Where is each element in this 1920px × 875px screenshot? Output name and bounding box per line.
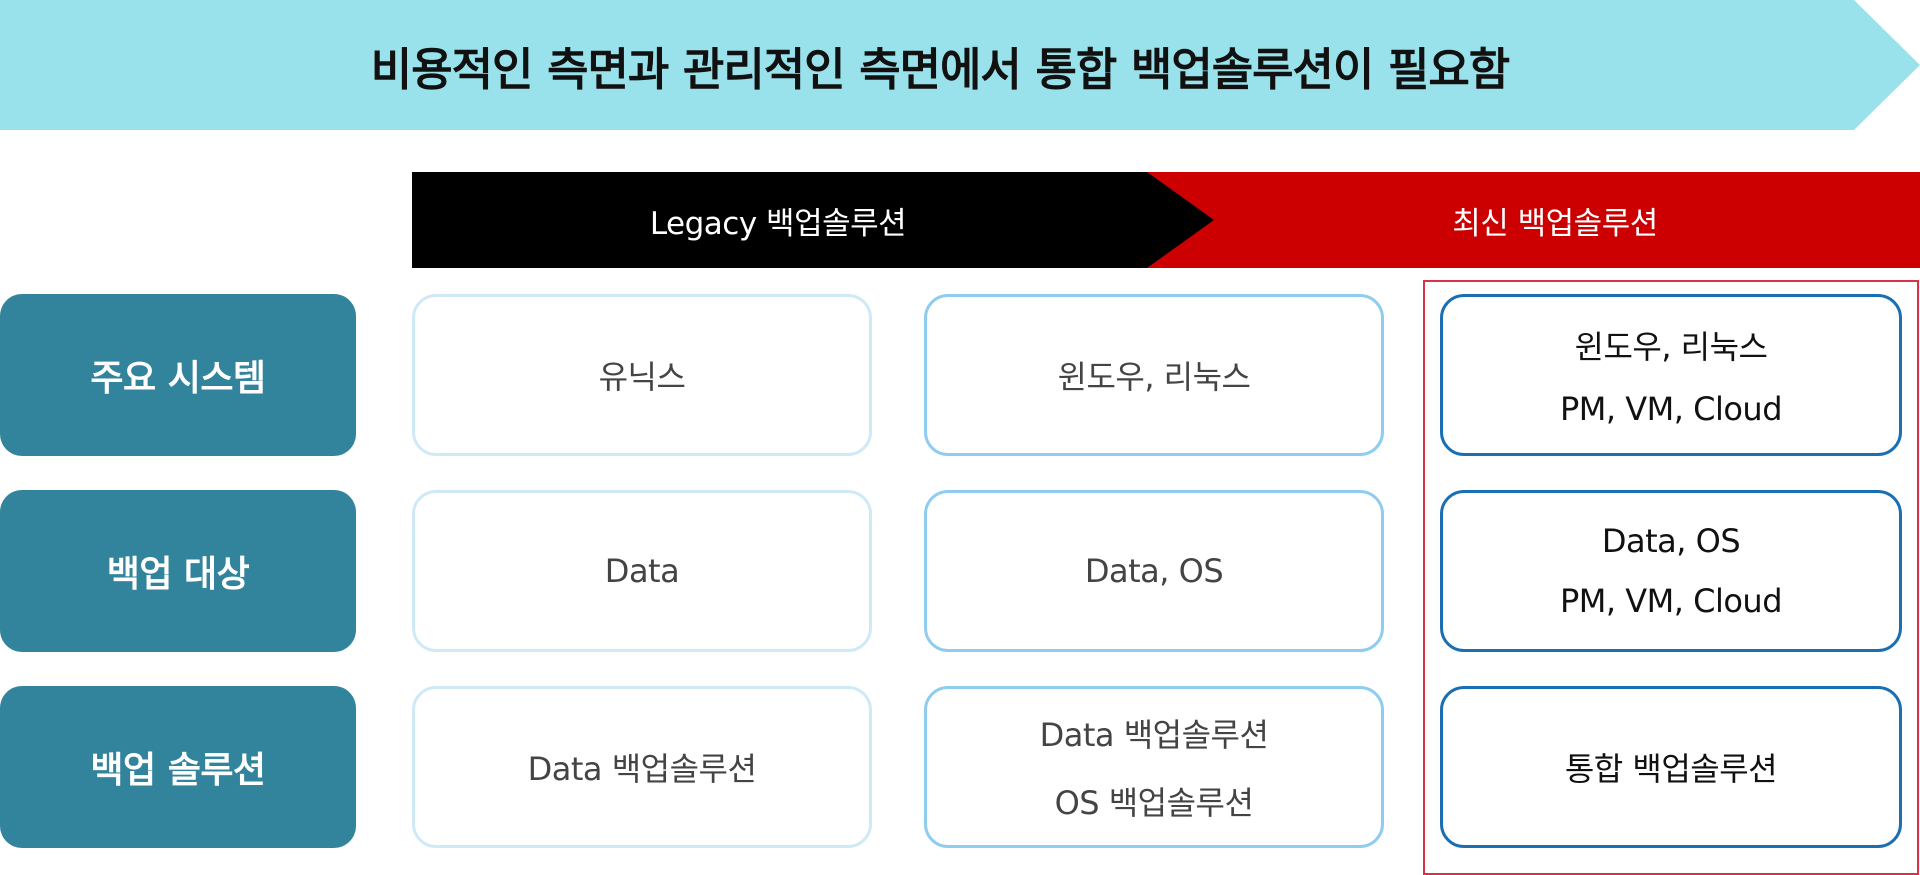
cell-text: Data — [604, 552, 680, 590]
cell-legacy-2-backup-target: Data, OS — [924, 490, 1384, 652]
cell-new-main-system: 윈도우, 리눅스 PM, VM, Cloud — [1440, 294, 1902, 456]
cell-text: 유닉스 — [598, 358, 686, 396]
cell-legacy-1-backup-solution: Data 백업솔루션 — [412, 686, 872, 848]
cell-text: Data 백업솔루션 — [527, 750, 757, 788]
header-new-label: 최신 백업솔루션 — [1452, 205, 1658, 242]
header-legacy-solution: Legacy 백업솔루션 — [412, 172, 1214, 268]
header-legacy-label: Legacy 백업솔루션 — [649, 205, 907, 242]
banner-title: 비용적인 측면과 관리적인 측면에서 통합 백업솔루션이 필요함 — [370, 42, 1510, 96]
cell-text-line-1: Data, OS — [1601, 522, 1741, 560]
row-label-backup-solution: 백업 솔루션 — [0, 686, 356, 848]
cell-new-backup-target: Data, OS PM, VM, Cloud — [1440, 490, 1902, 652]
row-label-backup-target: 백업 대상 — [0, 490, 356, 652]
header-new-solution: 최신 백업솔루션 — [1140, 172, 1920, 268]
row-label-main-system: 주요 시스템 — [0, 294, 356, 456]
cell-text: 윈도우, 리눅스 — [1057, 358, 1251, 396]
cell-legacy-2-backup-solution: Data 백업솔루션 OS 백업솔루션 — [924, 686, 1384, 848]
cell-text-line-2: PM, VM, Cloud — [1560, 390, 1783, 428]
title-banner-arrow: 비용적인 측면과 관리적인 측면에서 통합 백업솔루션이 필요함 — [0, 0, 1920, 130]
new-solution-highlight-frame — [1423, 280, 1919, 875]
cell-text-line-2: OS 백업솔루션 — [1054, 784, 1254, 822]
cell-text: 통합 백업솔루션 — [1564, 750, 1778, 788]
cell-text-line-1: 윈도우, 리눅스 — [1574, 328, 1768, 366]
cell-new-backup-solution: 통합 백업솔루션 — [1440, 686, 1902, 848]
cell-text: Data, OS — [1084, 552, 1224, 590]
cell-text-line-2: PM, VM, Cloud — [1560, 582, 1783, 620]
cell-text-line-1: Data 백업솔루션 — [1039, 716, 1269, 754]
cell-legacy-1-backup-target: Data — [412, 490, 872, 652]
cell-legacy-2-main-system: 윈도우, 리눅스 — [924, 294, 1384, 456]
cell-legacy-1-main-system: 유닉스 — [412, 294, 872, 456]
